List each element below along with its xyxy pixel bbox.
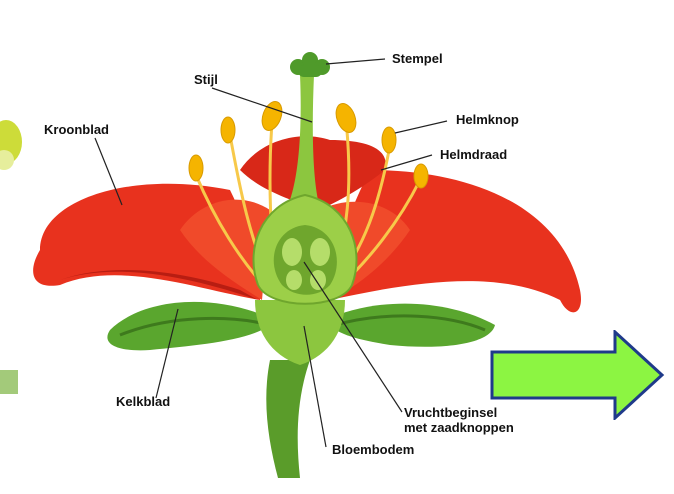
- label-stempel: Stempel: [392, 51, 443, 66]
- right-arrow-icon[interactable]: [490, 330, 670, 420]
- label-kroonblad: Kroonblad: [44, 122, 109, 137]
- label-helmdraad: Helmdraad: [440, 147, 507, 162]
- left-edge-crop-top: [0, 120, 22, 170]
- label-kelkblad: Kelkblad: [116, 394, 170, 409]
- flower-stem: [266, 360, 310, 478]
- label-helmknop: Helmknop: [456, 112, 519, 127]
- stigma: [290, 52, 330, 77]
- receptacle: [255, 300, 345, 365]
- label-stijl: Stijl: [194, 72, 218, 87]
- left-edge-crop-bottom: [0, 370, 18, 394]
- label-bloembodem: Bloembodem: [332, 442, 414, 457]
